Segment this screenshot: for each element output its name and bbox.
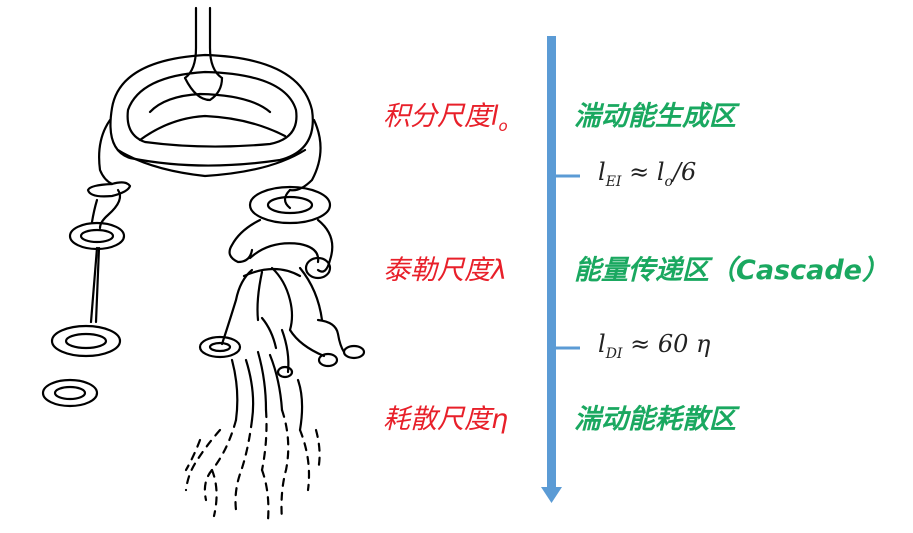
right-branch [198,185,366,432]
integral-scale-label: 积分尺度lo [383,101,508,135]
cascade-region-label: 能量传递区（Cascade） [574,255,889,286]
inflow-stem [183,6,224,80]
dissipation-region-label: 湍动能耗散区 [574,404,736,435]
left-branch [41,181,132,408]
production-region-label: 湍动能生成区 [574,101,736,132]
arrow-head [541,487,562,503]
large-eddy [98,53,322,192]
ei-boundary-formula: lEI ≈ lo/6 [598,158,697,190]
dissipation-filaments [184,408,321,522]
arrow-shaft [547,36,556,491]
taylor-scale-label: 泰勒尺度λ [383,255,507,286]
dissipation-scale-label: 耗散尺度η [383,404,509,435]
di-boundary-formula: lDI ≈ 60 η [598,330,711,362]
